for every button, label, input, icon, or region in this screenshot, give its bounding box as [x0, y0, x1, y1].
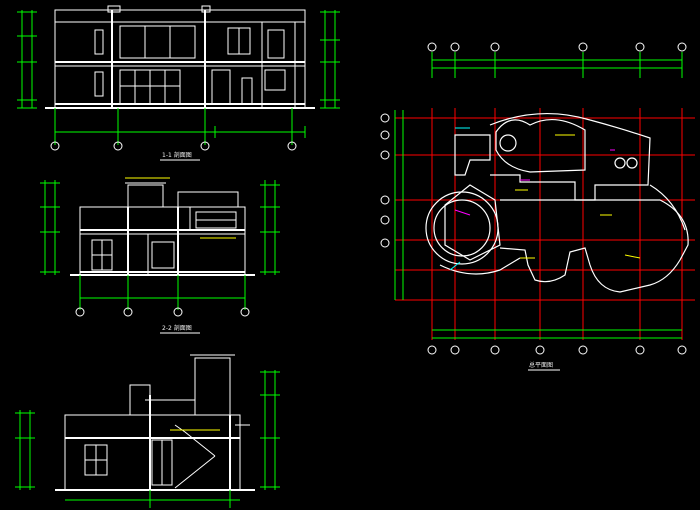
site-plan [380, 42, 695, 371]
section-2-title: 2-2 剖面图 [162, 325, 192, 332]
section-3-elevation [15, 354, 280, 508]
section-1-elevation [17, 5, 340, 161]
section-2-elevation [40, 177, 280, 334]
section-1-title: 1-1 剖面图 [162, 152, 192, 159]
site-plan-title: 总平面图 [529, 362, 554, 369]
